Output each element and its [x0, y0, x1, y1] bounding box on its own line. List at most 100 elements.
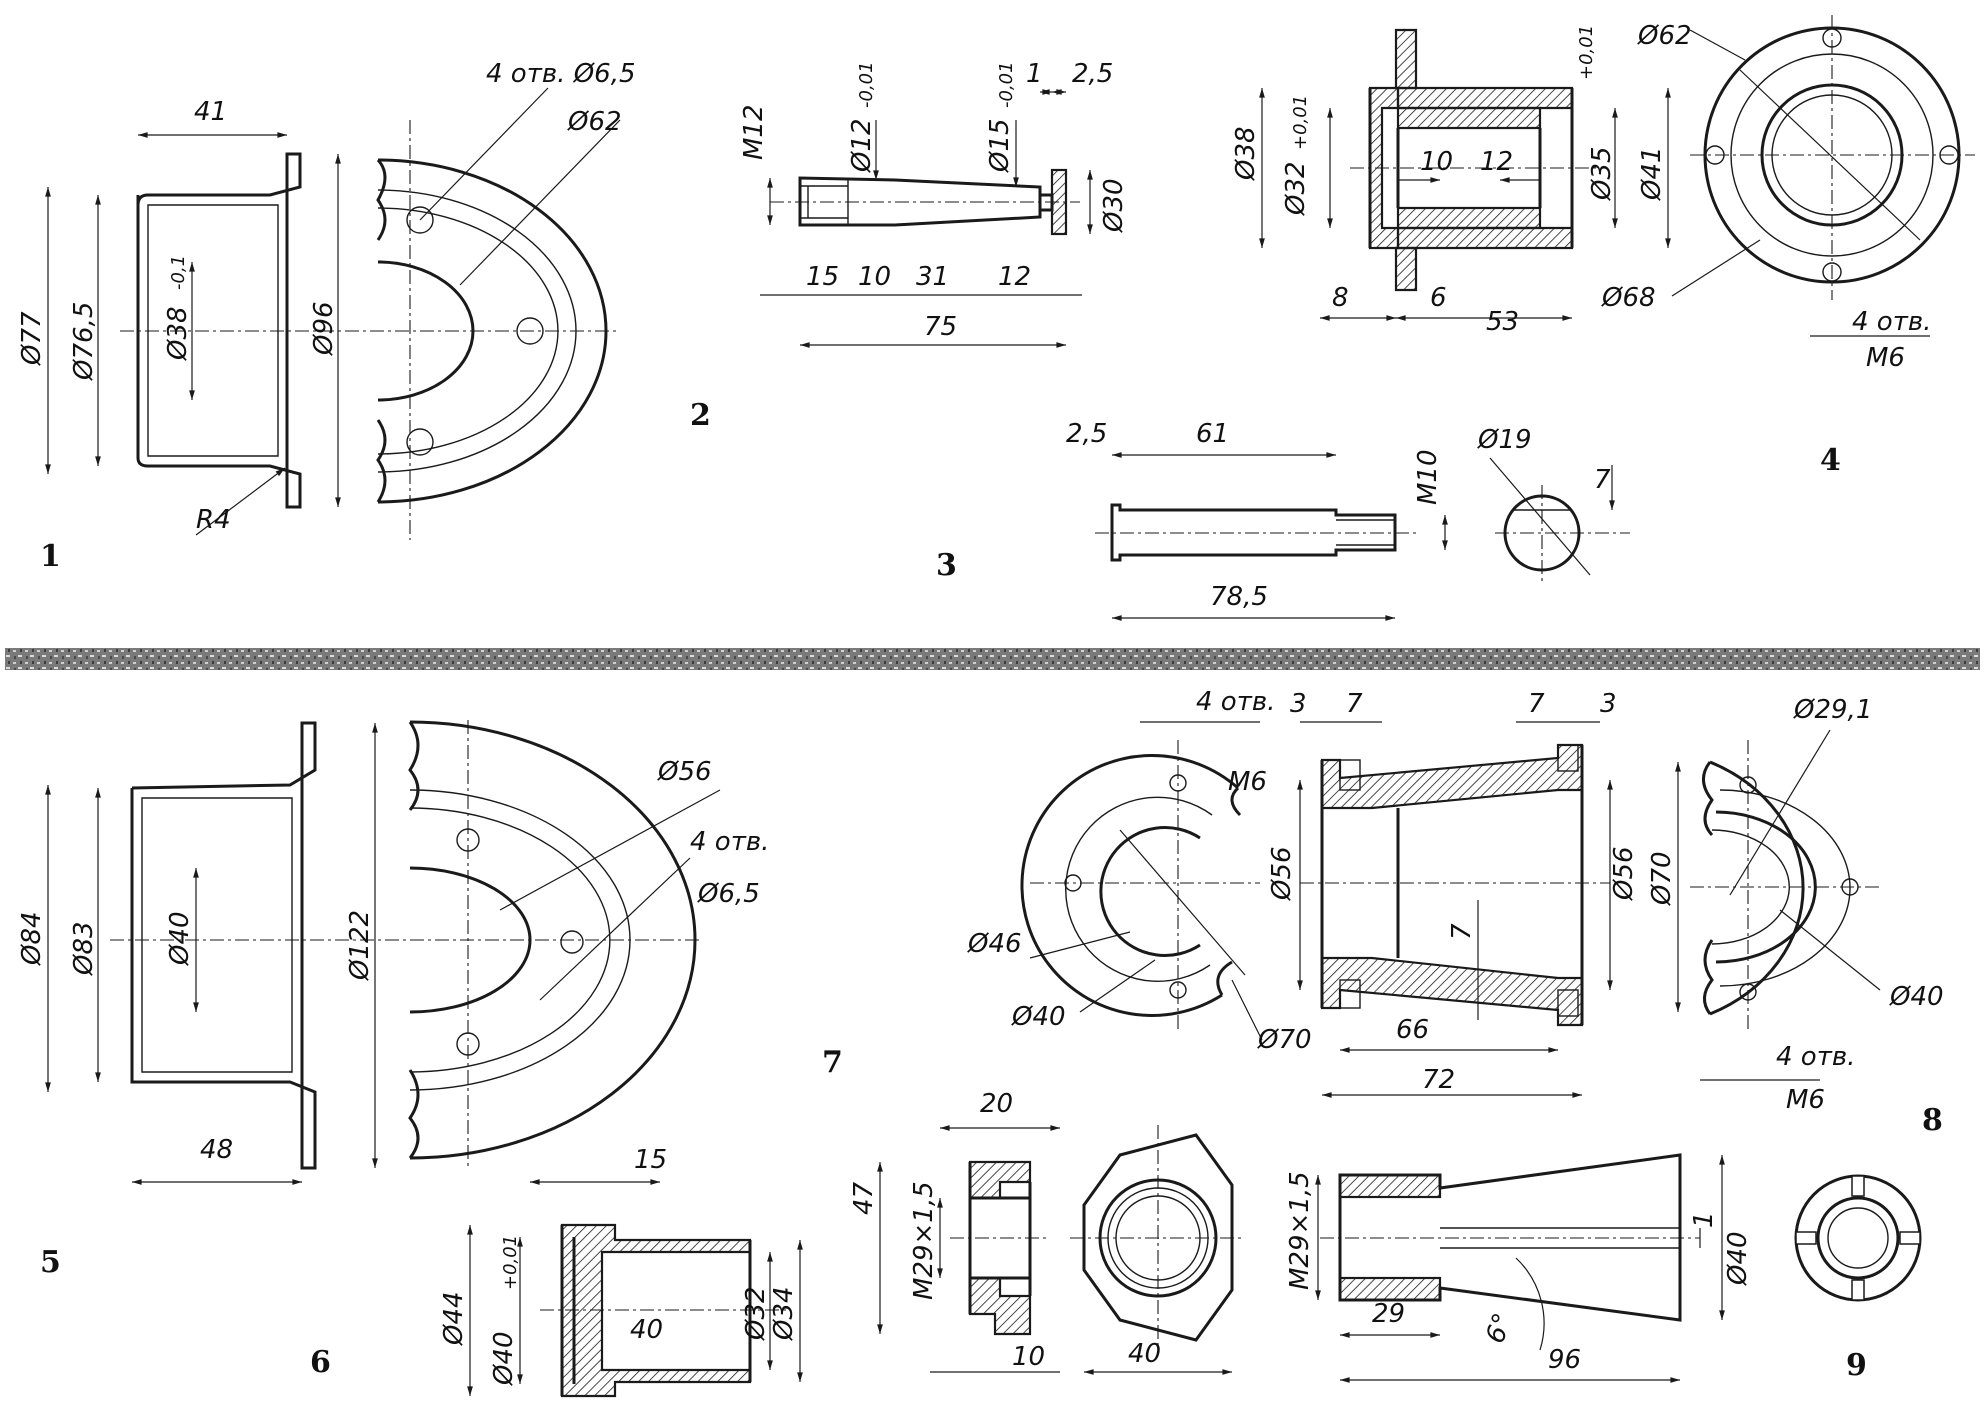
fig7-dim-3a: 3 [1290, 689, 1307, 719]
fig2-tol-15: -0,01 [996, 61, 1017, 108]
fig3-dim-7: 7 [1594, 465, 1611, 495]
fig7-dim-d56b: Ø56 [1609, 846, 1639, 901]
fig2-dim-31: 31 [916, 262, 949, 292]
fig1-tol-38: -0,1 [168, 255, 189, 290]
figure-number-8: 8 [1922, 1103, 1943, 1138]
fig3-pin [1110, 503, 1397, 562]
fig6-dim-d32: Ø32 [741, 1286, 771, 1341]
figure-7: 4 отв. M6 Ø46 Ø40 Ø70 3 7 7 3 Ø56 Ø56 Ø7… [822, 687, 1681, 1098]
fig2-dim-12: 12 [998, 262, 1031, 292]
fig7-dim-7b: 7 [1528, 689, 1545, 719]
fig4-dim-12: 12 [1480, 147, 1513, 177]
fig2-dim-d15: Ø15 [985, 118, 1015, 173]
fig3-dim-d19: Ø19 [1477, 425, 1532, 455]
fig9-nut-section [968, 1160, 1032, 1200]
fig5-cup-profile [130, 721, 317, 1170]
fig2-shaft [798, 176, 1042, 227]
fig2-dim-15: 15 [806, 262, 839, 292]
fig3-dim-m10: M10 [1413, 449, 1443, 505]
fig1-dim-d96: Ø96 [309, 301, 339, 356]
figure-number-9: 9 [1846, 1348, 1867, 1383]
figure-2: M12 Ø12 -0,01 Ø15 -0,01 1 2,5 Ø30 15 10 … [690, 59, 1129, 433]
separator-bar [5, 648, 1980, 670]
fig5-dim-d84: Ø84 [17, 911, 47, 966]
fig7-flange-end-view [1020, 753, 1239, 1017]
fig4-dim-d68: Ø68 [1601, 283, 1656, 313]
fig7-dim-3b: 3 [1600, 689, 1617, 719]
fig7-dim-d70: Ø70 [1257, 1025, 1312, 1055]
figure-number-5: 5 [40, 1245, 61, 1280]
fig5-dim-d122: Ø122 [345, 910, 375, 981]
fig6-dim-d44: Ø44 [439, 1291, 469, 1346]
figure-number-6: 6 [310, 1345, 331, 1380]
fig9-dim-96: 96 [1548, 1345, 1581, 1375]
fig9-dim-40: 40 [1128, 1339, 1161, 1369]
fig2-dim-d30: Ø30 [1099, 178, 1129, 233]
fig2-dim-m12: M12 [739, 104, 769, 160]
fig3-pin-end-view [1503, 494, 1581, 572]
fig4-dim-8: 8 [1332, 283, 1349, 313]
fig1-dim-41: 41 [194, 97, 227, 127]
figure-1: Ø77 Ø76,5 Ø38 -0,1 Ø96 41 4 отв. Ø6,5 Ø6… [17, 59, 636, 574]
fig9-dim-m29: M29×1,5 [909, 1181, 939, 1300]
fig7-dim-t7: 7 [1447, 923, 1477, 940]
fig7-dim-holes: 4 отв. [1196, 687, 1275, 717]
fig6-dim-15: 15 [634, 1145, 667, 1175]
fig7-dim-72: 72 [1422, 1065, 1455, 1095]
fig4-dim-d41: Ø41 [1637, 146, 1667, 201]
fig4-dim-10: 10 [1420, 147, 1453, 177]
fig8-dim-d40: Ø40 [1889, 982, 1944, 1012]
fig4-dim-d32: Ø32 [1281, 161, 1311, 216]
fig2-dim-25: 2,5 [1072, 59, 1113, 89]
fig1-cup-profile [136, 152, 302, 509]
fig7-dim-m6: M6 [1228, 767, 1267, 797]
fig4-dim-holes: 4 отв. [1852, 307, 1931, 337]
fig2-dim-10: 10 [858, 262, 891, 292]
fig8-dim-holes: 4 отв. [1776, 1042, 1855, 1072]
fig7-dim-d56a: Ø56 [1267, 846, 1297, 901]
fig9-dim-20: 20 [980, 1089, 1013, 1119]
fig9-hex-nut-view [1082, 1133, 1234, 1342]
fig7-dim-7a: 7 [1346, 689, 1363, 719]
figure-number-2: 2 [690, 398, 711, 433]
fig9-dim-10: 10 [1012, 1342, 1045, 1372]
fig8-dim-m6: M6 [1786, 1085, 1825, 1115]
fig3-dim-25: 2,5 [1066, 419, 1107, 449]
fig4-dim-d35: Ø35 [1587, 146, 1617, 201]
figure-8: Ø29,1 Ø40 4 отв. M6 8 [1690, 695, 1944, 1138]
fig7-dim-d70b: Ø70 [1647, 851, 1677, 906]
fig3-dim-61: 61 [1196, 419, 1229, 449]
figure-6: 15 Ø44 Ø40 +0,01 40 Ø32 Ø34 6 [310, 1145, 803, 1398]
fig5-flange-half [409, 720, 697, 1160]
fig9-dim-1: 1 [1689, 1211, 1719, 1228]
fig7-dim-66: 66 [1396, 1015, 1429, 1045]
fig4-dim-53: 53 [1486, 307, 1519, 337]
fig2-dim-1: 1 [1026, 59, 1043, 89]
fig5-dim-48: 48 [200, 1135, 233, 1165]
fig5-dim-d83: Ø83 [69, 921, 99, 976]
fig9-dim-6deg: 6° [1480, 1309, 1518, 1347]
fig6-dim-d40: Ø40 [489, 1331, 519, 1386]
fig2-dim-d12: Ø12 [847, 118, 877, 173]
figure-3: 2,5 61 M10 Ø19 7 78,5 3 [936, 419, 1630, 621]
fig5-dim-d56: Ø56 [657, 757, 712, 787]
figure-number-1: 1 [40, 539, 61, 574]
fig6-dim-d34: Ø34 [769, 1286, 799, 1341]
fig3-dim-785: 78,5 [1210, 582, 1268, 612]
fig2-dim-75: 75 [924, 312, 957, 342]
fig9-dim-29: 29 [1372, 1299, 1405, 1329]
fig9-dim-m29b: M29×1,5 [1285, 1171, 1315, 1290]
figure-9: 20 47 M29×1,5 10 40 M29×1,5 29 6° 96 1 Ø… [849, 1089, 1922, 1383]
figure-4: Ø38 Ø32 +0,01 10 12 Ø35 +0,01 Ø41 8 6 53… [1231, 15, 1975, 478]
fig9-dim-d40: Ø40 [1723, 1231, 1753, 1286]
figure-number-4: 4 [1820, 443, 1841, 478]
fig4-dim-m6: M6 [1866, 343, 1905, 373]
fig4-dim-d62: Ø62 [1637, 21, 1692, 51]
fig5-dim-d65: Ø6,5 [697, 879, 760, 909]
fig4-dim-6: 6 [1430, 283, 1447, 313]
fig7-tapered-housing-section [1320, 743, 1584, 810]
fig1-dim-d765: Ø76,5 [69, 302, 99, 381]
fig1-dim-holes: 4 отв. Ø6,5 [486, 59, 636, 89]
fig4-dim-d38: Ø38 [1231, 126, 1261, 181]
